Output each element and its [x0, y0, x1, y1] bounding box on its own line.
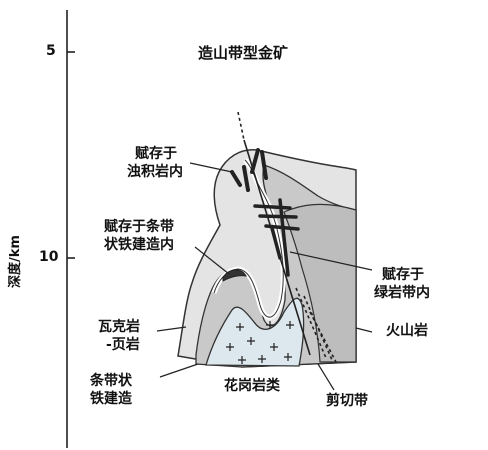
label-bif-hosted: 赋存于条带 状铁建造内 [104, 218, 174, 254]
leader-shear [317, 363, 335, 391]
label-greenstone-line2: 绿岩带内 [374, 285, 430, 301]
label-bif-line1: 赋存于条带 [104, 219, 174, 235]
label-banded-line1: 条带状 [90, 373, 132, 389]
label-greenstone-hosted: 赋存于 绿岩带内 [374, 266, 430, 302]
leader-greenstone [289, 251, 373, 271]
leader-wacke [156, 326, 187, 332]
leader-lines [156, 162, 373, 391]
depth-axis-label: 深度/km [8, 235, 23, 288]
label-greenstone-line1: 赋存于 [382, 267, 424, 283]
leader-banded [159, 363, 199, 378]
leader-bif [194, 246, 230, 275]
diagram-title: 造山带型金矿 [198, 44, 289, 62]
granite-plus-marks [226, 321, 294, 364]
depth-tick-label-5: 5 [46, 43, 56, 59]
bif-ore-body [222, 269, 247, 282]
label-turbidite-line1: 赋存于 [135, 146, 177, 162]
label-bif-line2: 状铁建造内 [104, 237, 174, 253]
turbidite-ore-veins [230, 148, 268, 192]
label-turbidite-line2: 浊积岩内 [127, 164, 183, 180]
label-wacke-shale: 瓦克岩 -页岩 [98, 318, 140, 354]
label-volcanic: 火山岩 [386, 323, 428, 339]
leader-turbidite [189, 162, 233, 173]
greenstone-ore-veins [253, 198, 300, 277]
label-shear-zone: 剪切带 [326, 393, 368, 409]
volcanic-right [283, 203, 357, 363]
leader-volcanic [355, 327, 373, 333]
depth-tick-label-10: 10 [39, 249, 59, 265]
label-turbidite-hosted: 赋存于 浊积岩内 [127, 145, 183, 181]
label-wacke-line1: 瓦克岩 [98, 319, 140, 335]
shear-zone-lines [237, 111, 337, 363]
label-granitoid: 花岗岩类 [224, 378, 280, 394]
label-wacke-line2: -页岩 [106, 337, 140, 353]
label-banded-line2: 铁建造 [90, 391, 132, 407]
label-banded-iron: 条带状 铁建造 [90, 372, 132, 408]
